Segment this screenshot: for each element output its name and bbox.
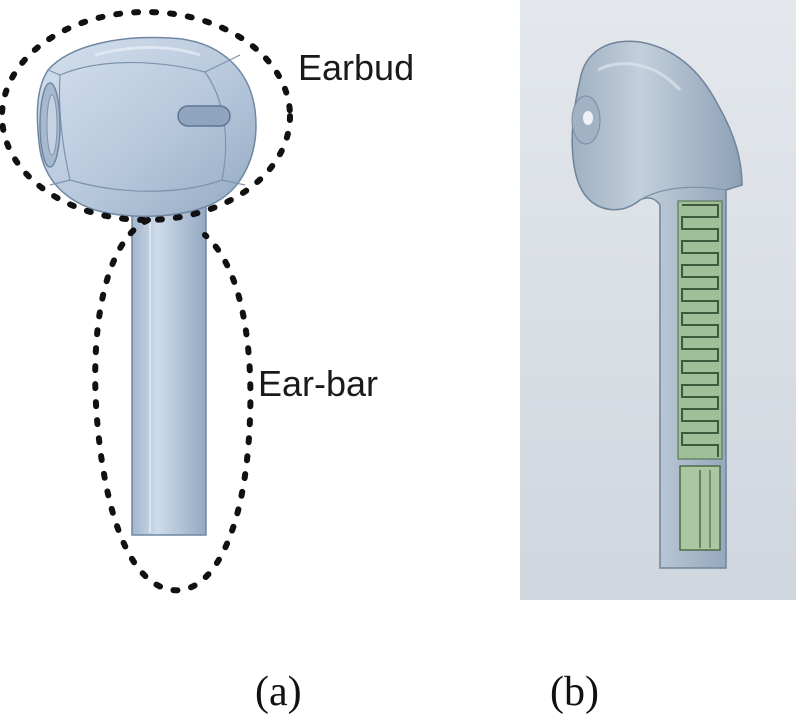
caption-a: (a)	[255, 669, 302, 715]
sensor-slot	[177, 105, 231, 127]
meander-trace	[681, 204, 719, 457]
antenna-substrate	[677, 200, 723, 460]
earbud-head	[36, 36, 257, 218]
ear-bar-outline	[92, 217, 254, 594]
meander-antenna	[677, 200, 723, 460]
earbud-label: Earbud	[298, 47, 414, 88]
panel-a: Earbud Ear-bar	[0, 9, 414, 594]
ear-bar-label: Ear-bar	[258, 363, 378, 404]
ear-bar-stem	[131, 204, 207, 536]
caption-b: (b)	[550, 669, 599, 715]
panel-b	[520, 0, 796, 600]
